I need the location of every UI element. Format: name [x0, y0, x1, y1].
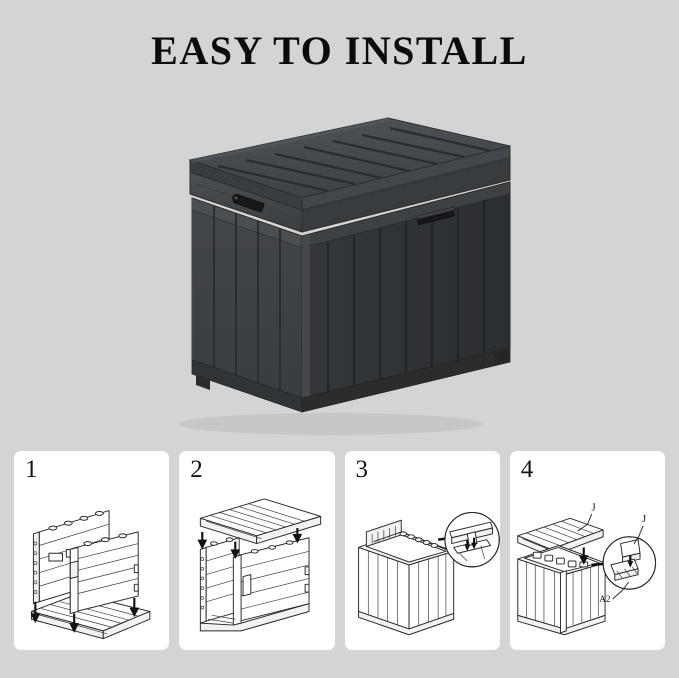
step-4-detail-callout	[602, 536, 656, 590]
product-front-latch	[232, 194, 265, 213]
hero-product-image	[150, 98, 530, 438]
corner-post	[69, 546, 79, 614]
label-a2: A2	[599, 581, 629, 604]
product-front-panel	[191, 197, 303, 413]
label-j-lid: J	[577, 502, 595, 532]
step-3-detail-callout	[443, 511, 500, 568]
open-box-body	[357, 519, 454, 636]
assembly-step-card-1: 1	[14, 451, 170, 650]
front-slat-seams	[213, 206, 281, 390]
assembled-walls	[200, 537, 310, 632]
label-a2-text: A2	[599, 594, 611, 604]
assembly-step-card-4: 4	[509, 451, 665, 650]
product-ground-shadow	[178, 413, 482, 435]
label-j-callout-text: J	[642, 513, 646, 525]
step-number-1: 1	[25, 456, 38, 483]
step-number-3: 3	[355, 456, 369, 483]
step-1-illustration	[14, 473, 169, 650]
step-3-illustration	[345, 473, 500, 650]
step-2-illustration	[179, 473, 334, 650]
assembly-steps-row: 1	[14, 451, 665, 650]
product-side-handle	[417, 206, 455, 226]
label-j-lid-text: J	[591, 502, 595, 514]
side-slat-seams	[327, 200, 485, 393]
step-1-arrows	[30, 597, 140, 633]
product-side-panel	[301, 181, 511, 413]
lid-plank-seams	[217, 126, 492, 193]
assembly-step-card-3: 3	[344, 451, 500, 650]
label-j-callout: J	[633, 513, 646, 545]
base-floor-panel	[30, 593, 151, 640]
step-4-insert-arrow	[578, 547, 589, 565]
step-number-4: 4	[520, 456, 534, 483]
assembly-step-card-2: 2	[179, 451, 335, 650]
step-4-illustration: J	[510, 473, 665, 650]
step-2-arrows	[197, 528, 303, 560]
step-number-2: 2	[190, 456, 203, 483]
top-rail-fasteners	[373, 531, 446, 550]
box-body	[517, 545, 606, 636]
page-title: EASY TO INSTALL	[151, 28, 528, 73]
lid-panel	[200, 498, 322, 545]
